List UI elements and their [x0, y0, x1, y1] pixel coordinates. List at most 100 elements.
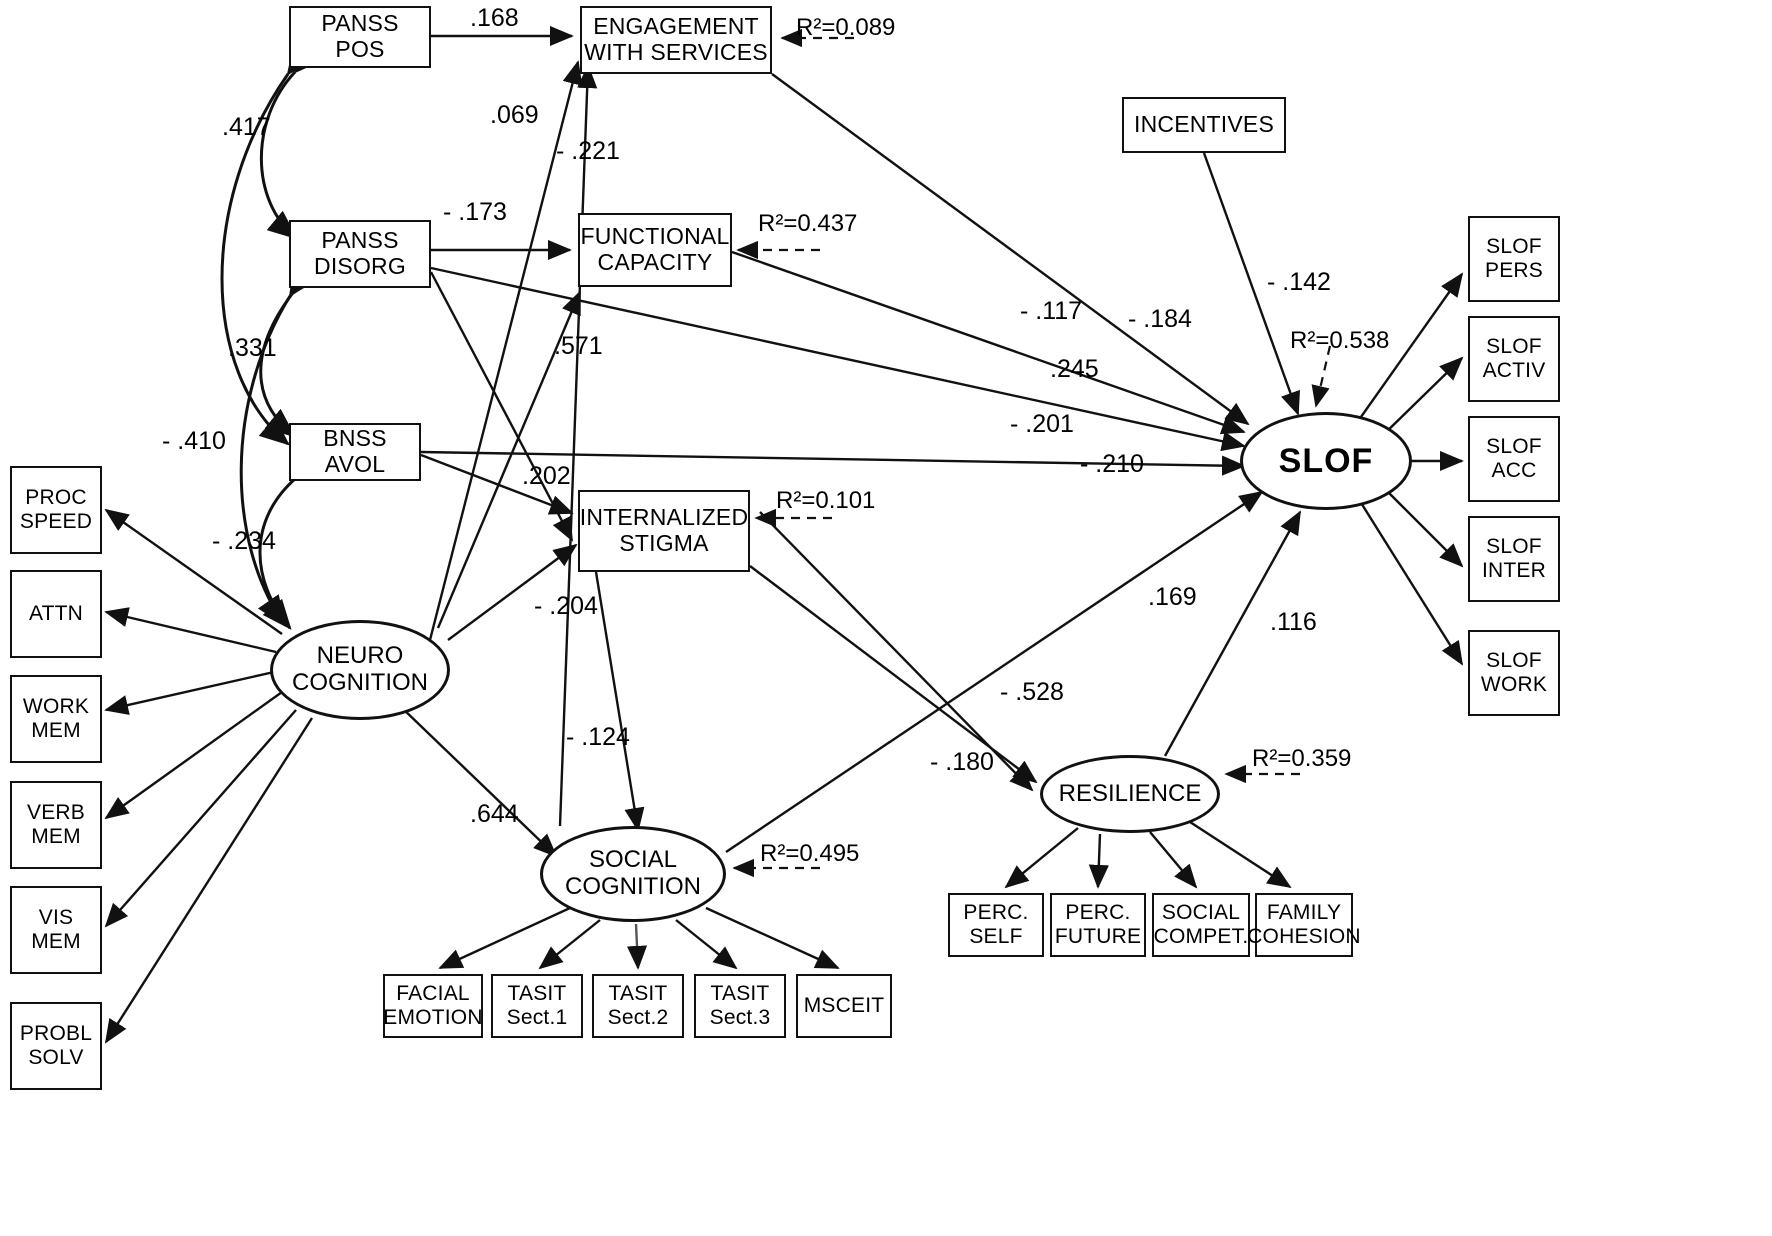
- node-label: FAMILY COHESION: [1247, 901, 1361, 948]
- node-family-cohesion[interactable]: FAMILY COHESION: [1247, 893, 1361, 957]
- path-label-116: .116: [1270, 608, 1317, 636]
- node-label: ATTN: [28, 602, 84, 626]
- node-tasit-sect-3[interactable]: TASIT Sect.3: [694, 974, 786, 1038]
- path-label-corr-disorg-avol: .331: [228, 334, 277, 362]
- node-work-mem[interactable]: WORK MEM: [10, 675, 102, 763]
- node-label: NEURO COGNITION: [292, 642, 428, 696]
- path-label-neg-410: - .410: [162, 427, 226, 455]
- node-tasit-sect-2[interactable]: TASIT Sect.2: [592, 974, 684, 1038]
- arrow-engagement-to-slof: [771, 73, 1250, 426]
- node-incentives[interactable]: INCENTIVES: [1122, 97, 1286, 153]
- path-label-202: .202: [522, 462, 571, 490]
- arrow-socialcog-to-slof: [725, 490, 1264, 853]
- arrow-resilience-to-family-cohesion: [1189, 820, 1292, 889]
- path-label-neg-124: - .124: [566, 723, 630, 751]
- node-neuro-cognition[interactable]: NEURO COGNITION: [270, 620, 450, 720]
- node-label: INCENTIVES: [1133, 111, 1275, 138]
- r2-label-resilience: R²=0.359: [1252, 745, 1352, 772]
- node-label: INTERNALIZED STIGMA: [579, 504, 749, 556]
- node-proc-speed[interactable]: PROC SPEED: [10, 466, 102, 554]
- node-slof-acc[interactable]: SLOF ACC: [1468, 416, 1560, 502]
- path-label-neg-204: - .204: [534, 592, 598, 620]
- node-label: TASIT Sect.2: [607, 982, 669, 1029]
- path-label-neg-201: - .201: [1010, 410, 1074, 438]
- arrow-socialcog-to-facial-emotion: [438, 906, 571, 970]
- node-panss-disorg[interactable]: PANSS DISORG: [289, 220, 431, 288]
- node-label: SLOF ACTIV: [1482, 335, 1546, 382]
- node-engagement-with-services[interactable]: ENGAGEMENT WITH SERVICES: [580, 6, 772, 74]
- node-label: SLOF: [1278, 441, 1374, 480]
- arrow-neurocog-to-verb-mem: [104, 691, 283, 820]
- arrow-neurocog-to-proc-speed: [104, 508, 283, 635]
- node-tasit-sect-1[interactable]: TASIT Sect.1: [491, 974, 583, 1038]
- arrow-stigma-to-socialcog: [594, 571, 645, 832]
- path-label-069: .069: [490, 101, 539, 129]
- node-panss-pos[interactable]: PANSS POS: [289, 6, 431, 68]
- node-slof-work[interactable]: SLOF WORK: [1468, 630, 1560, 716]
- node-slof-activ[interactable]: SLOF ACTIV: [1468, 316, 1560, 402]
- r2-label-engagement: R²=0.089: [796, 14, 896, 41]
- node-bnss-avol[interactable]: BNSS AVOL: [289, 423, 421, 481]
- node-resilience[interactable]: RESILIENCE: [1040, 755, 1220, 833]
- node-social-compet[interactable]: SOCIAL COMPET.: [1152, 893, 1250, 957]
- arrow-neurocog-to-socialcog: [399, 705, 558, 858]
- node-attn[interactable]: ATTN: [10, 570, 102, 658]
- arrow-slof-to-slof-inter: [1381, 485, 1464, 568]
- path-label-neg-234: - .234: [212, 527, 276, 555]
- path-label-neg-173: - .173: [443, 198, 507, 226]
- arrow-panss-disorg-to-slof: [430, 266, 1246, 452]
- node-slof-inter[interactable]: SLOF INTER: [1468, 516, 1560, 602]
- node-label: SLOF WORK: [1480, 649, 1548, 696]
- node-label: TASIT Sect.3: [709, 982, 771, 1029]
- node-label: WORK MEM: [22, 695, 90, 742]
- arrow-socialcog-to-tasit3: [675, 919, 738, 970]
- path-label-245: .245: [1050, 355, 1099, 383]
- node-label: PROC SPEED: [19, 486, 93, 533]
- node-perc-self[interactable]: PERC. SELF: [948, 893, 1044, 957]
- node-verb-mem[interactable]: VERB MEM: [10, 781, 102, 869]
- node-vis-mem[interactable]: VIS MEM: [10, 886, 102, 974]
- path-label-corr-pos-disorg: .417: [222, 113, 271, 141]
- node-internalized-stigma[interactable]: INTERNALIZED STIGMA: [578, 490, 750, 572]
- r2-label-social-cognition: R²=0.495: [760, 840, 860, 867]
- r2-label-internalized-stigma: R²=0.101: [776, 487, 876, 514]
- corr-panss-pos-panss-disorg: [260, 43, 324, 240]
- path-label-644: .644: [470, 800, 519, 828]
- node-label: PANSS DISORG: [314, 227, 406, 279]
- node-label: PERC. FUTURE: [1054, 901, 1142, 948]
- arrow-socialcog-to-msceit: [705, 906, 840, 970]
- arrow-bnss-avol-to-slof: [420, 450, 1246, 476]
- node-label: PROBL SOLV: [19, 1022, 93, 1069]
- node-label: BNSS AVOL: [323, 425, 387, 477]
- node-label: RESILIENCE: [1058, 779, 1202, 807]
- node-social-cognition[interactable]: SOCIAL COGNITION: [540, 826, 726, 922]
- corr-panss-pos-bnss-avol: [220, 44, 315, 446]
- r2-arrow-slof: [1311, 345, 1332, 408]
- arrow-socialcog-to-tasit1: [538, 919, 601, 970]
- path-label-neg-142: - .142: [1267, 268, 1331, 296]
- arrow-slof-to-slof-work: [1356, 497, 1464, 666]
- node-perc-future[interactable]: PERC. FUTURE: [1050, 893, 1146, 957]
- arrow-neurocog-to-stigma: [447, 543, 578, 641]
- path-label-neg-528: - .528: [1000, 678, 1064, 706]
- arrow-neurocog-to-vis-mem: [104, 709, 297, 928]
- corr-bnss-avol-neurocog: [258, 450, 326, 630]
- node-label: SLOF PERS: [1485, 235, 1543, 282]
- node-label: PANSS POS: [321, 10, 399, 62]
- arrow-socialcog-to-tasit2: [626, 923, 648, 970]
- path-label-neg-117: - .117: [1020, 297, 1083, 325]
- node-msceit[interactable]: MSCEIT: [796, 974, 892, 1038]
- node-slof-latent[interactable]: SLOF: [1240, 412, 1412, 510]
- node-slof-pers[interactable]: SLOF PERS: [1468, 216, 1560, 302]
- r2-label-slof: R²=0.538: [1290, 327, 1390, 354]
- node-probl-solv[interactable]: PROBL SOLV: [10, 1002, 102, 1090]
- node-label: MSCEIT: [803, 994, 885, 1018]
- node-label: FUNCTIONAL CAPACITY: [580, 223, 730, 275]
- node-functional-capacity[interactable]: FUNCTIONAL CAPACITY: [578, 213, 732, 287]
- path-label-neg-184: - .184: [1128, 305, 1192, 333]
- node-label: ENGAGEMENT WITH SERVICES: [584, 13, 768, 65]
- node-facial-emotion[interactable]: FACIAL EMOTION: [383, 974, 483, 1038]
- path-label-neg-221: - .221: [556, 137, 620, 165]
- arrow-panss-disorg-to-stigma: [429, 271, 574, 542]
